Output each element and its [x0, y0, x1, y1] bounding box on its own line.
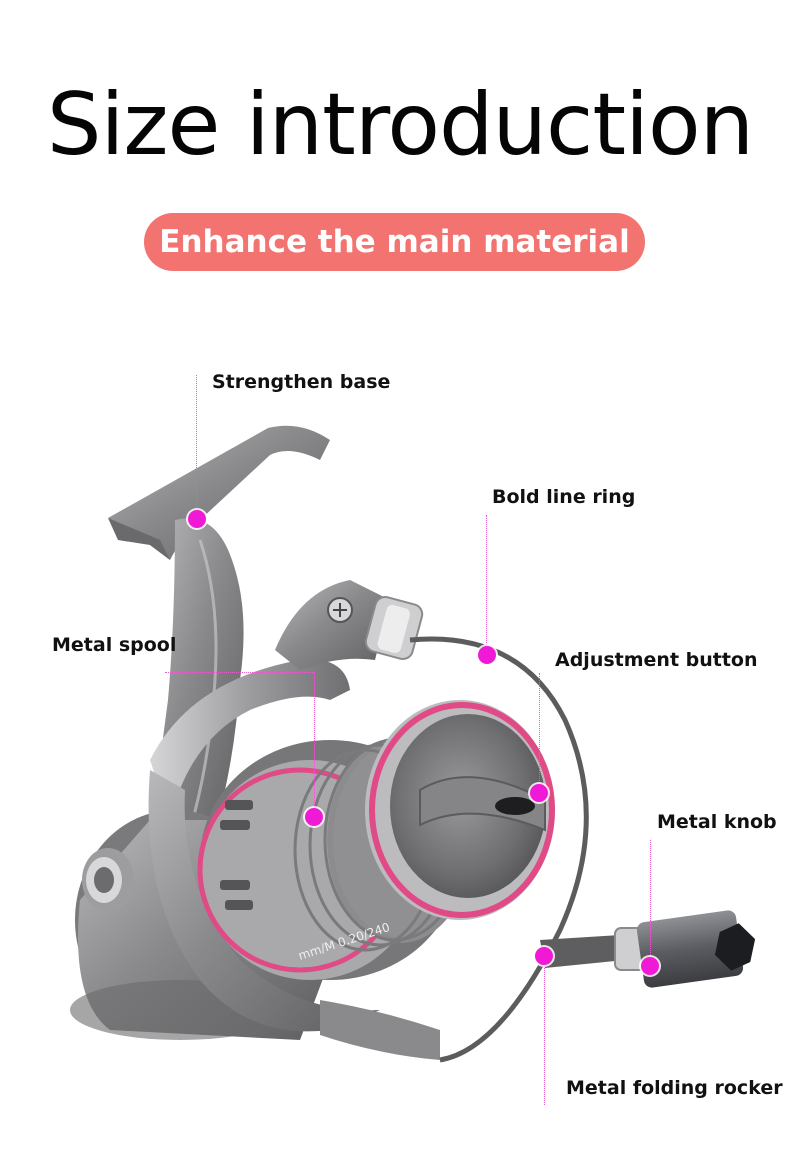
metal-knob-marker: [641, 957, 659, 975]
side-cap: [82, 848, 134, 912]
metal-spool-leader-down: [314, 672, 315, 817]
subtitle-text: Enhance the main material: [159, 224, 630, 260]
reel-foot: [108, 425, 330, 560]
callout-metal-spool: Metal spool: [52, 634, 177, 656]
fishing-reel-illustration: mm/M 0.20/240: [70, 425, 756, 1063]
rotor: [148, 659, 440, 1060]
bold-line-ring-marker: [478, 646, 496, 664]
subtitle-banner: Enhance the main material: [144, 213, 645, 271]
callout-metal-knob: Metal knob: [657, 811, 777, 833]
callout-bold-line-ring: Bold line ring: [492, 486, 636, 508]
adjustment-button-leader: [539, 673, 540, 793]
callout-adjustment-button: Adjustment button: [555, 649, 758, 671]
bold-line-ring-leader: [486, 515, 487, 655]
strengthen-base-marker: [188, 510, 206, 528]
spool: mm/M 0.20/240: [197, 700, 555, 980]
bail-wire: [409, 636, 589, 1063]
line-roller-arm: [275, 580, 424, 670]
metal-folding-rocker-marker: [535, 947, 553, 965]
strengthen-base-leader: [196, 375, 197, 520]
metal-spool-marker: [305, 808, 323, 826]
adjustment-button-marker: [530, 784, 548, 802]
metal-knob-leader: [650, 840, 651, 965]
metal-folding-rocker-leader: [544, 955, 545, 1105]
page-title: Size introduction: [46, 75, 754, 175]
metal-spool-leader: [165, 672, 315, 673]
callout-metal-folding-rocker: Metal folding rocker: [566, 1077, 783, 1099]
callout-strengthen-base: Strengthen base: [212, 371, 391, 393]
